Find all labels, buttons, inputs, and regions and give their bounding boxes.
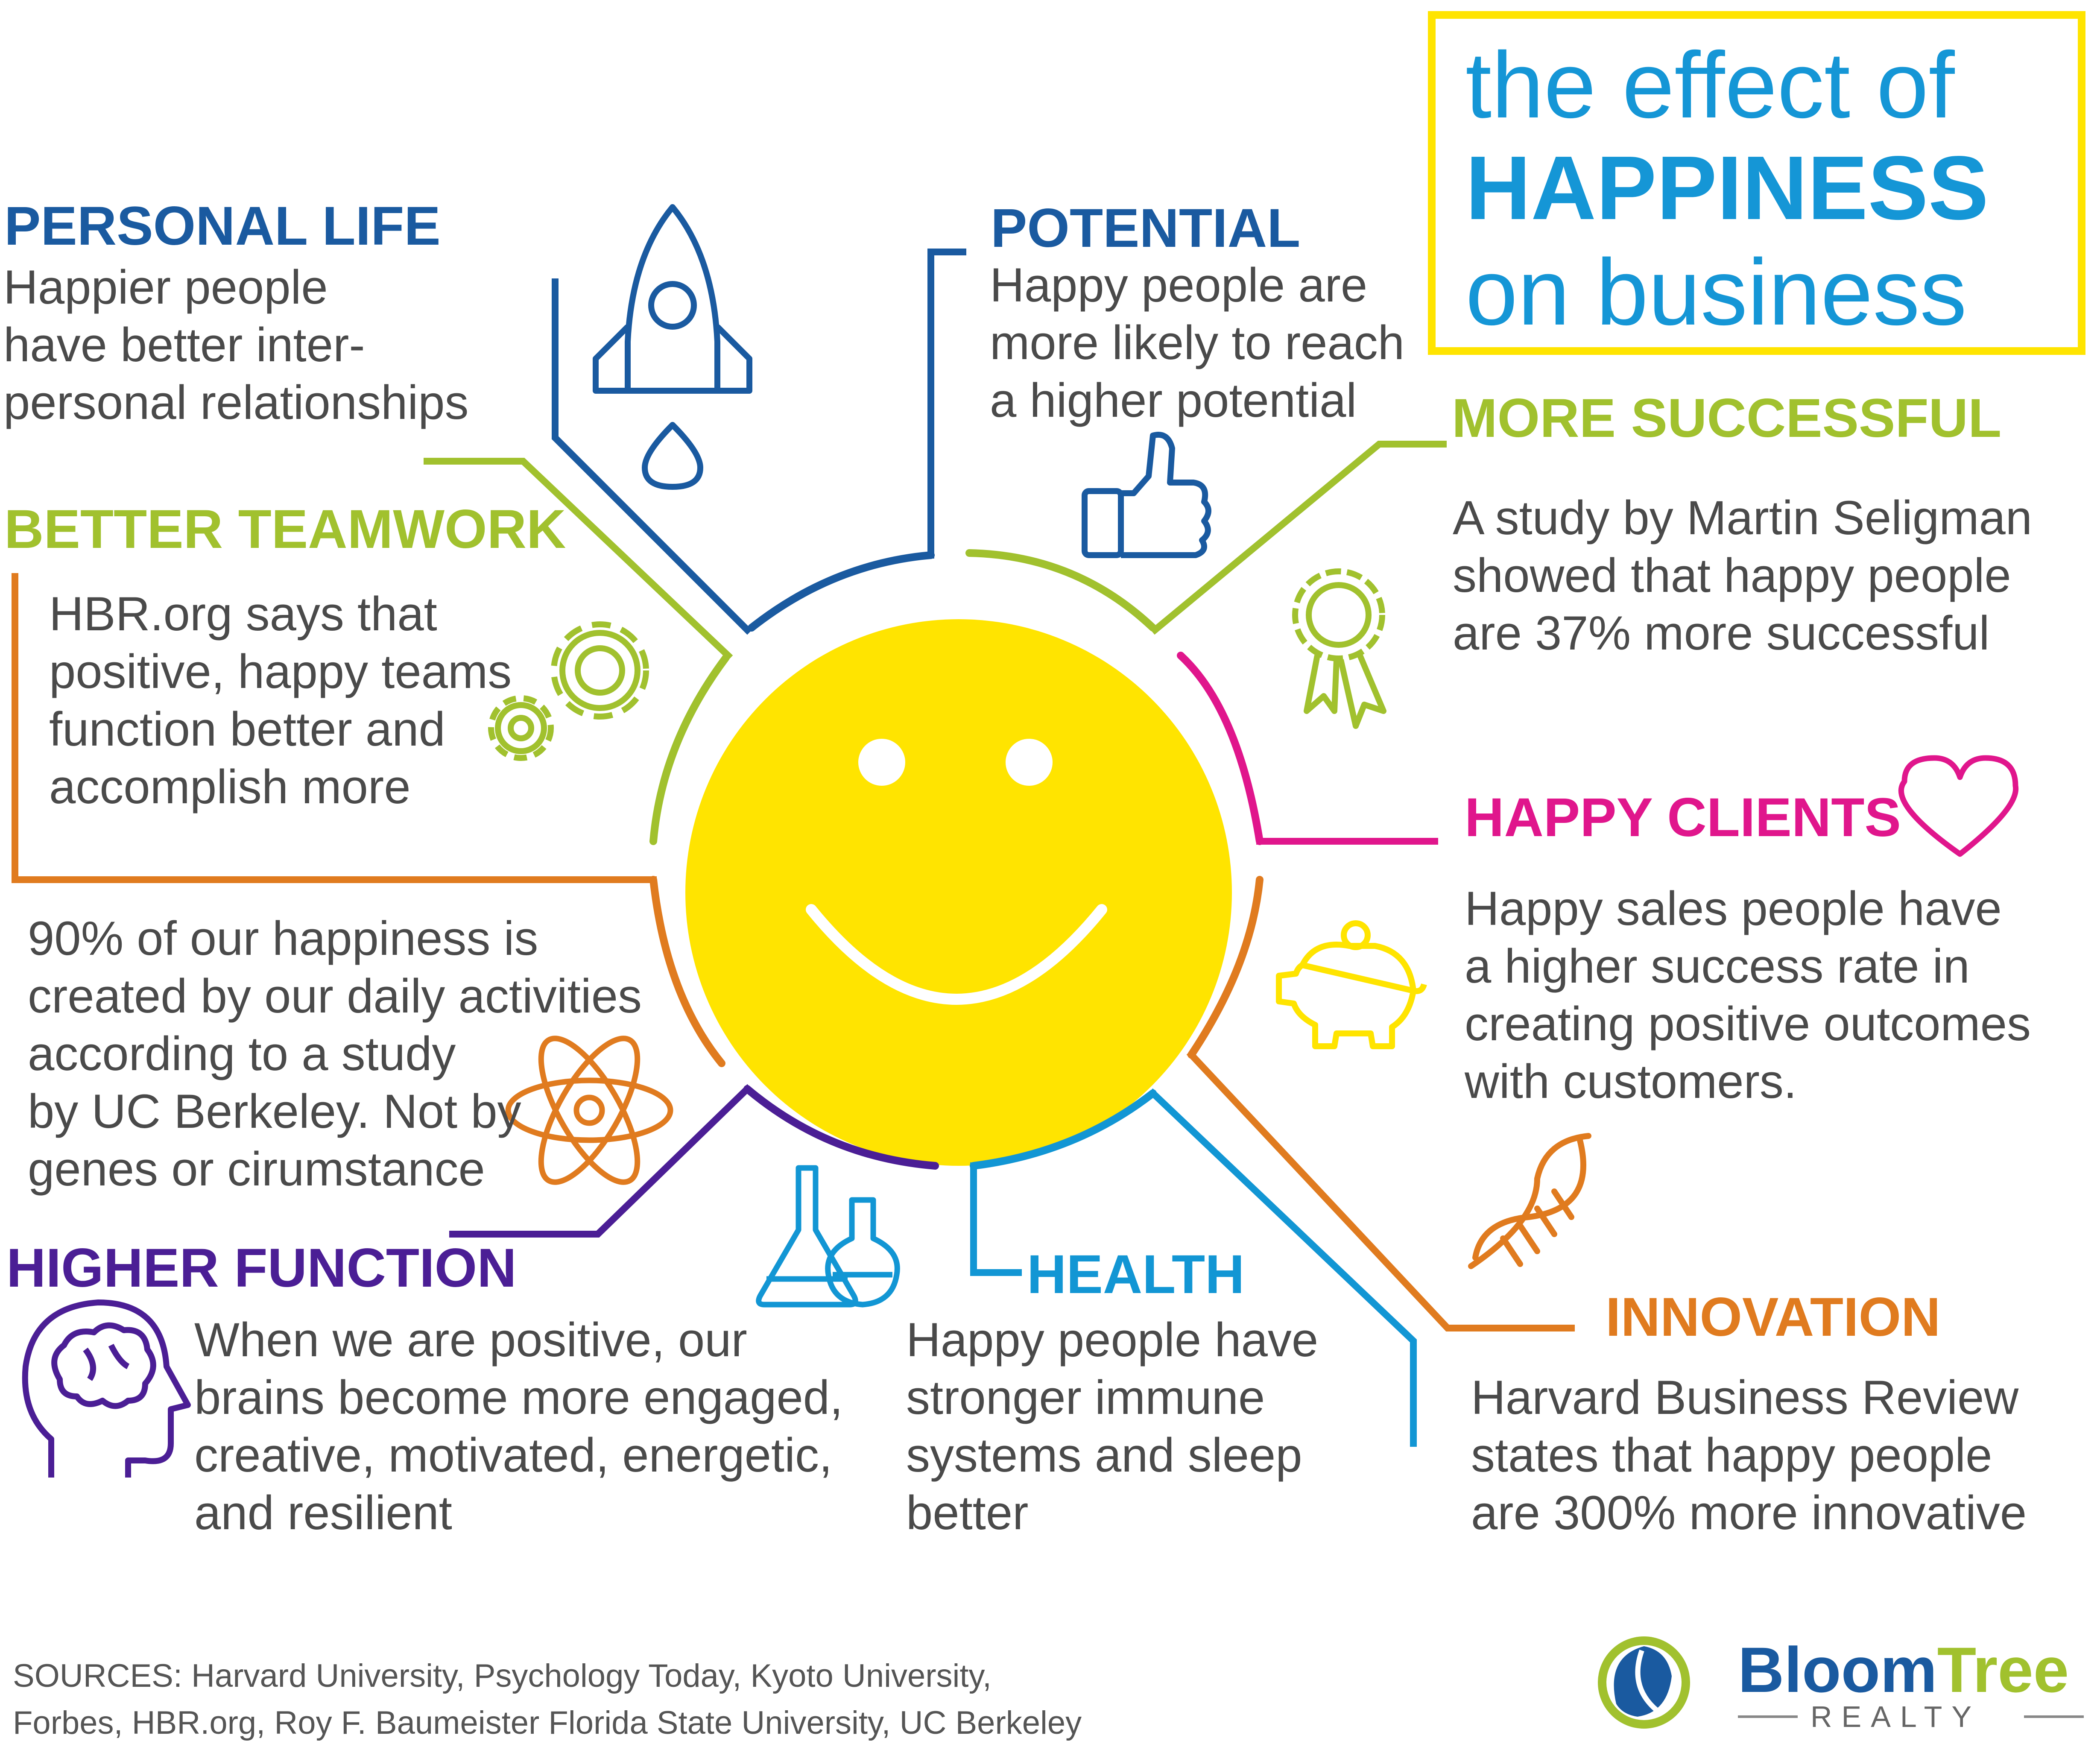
connector-lines	[12, 249, 1575, 1447]
innovation-heading: INNOVATION	[1606, 1287, 1941, 1348]
happy-clients-heading: HAPPY CLIENTS	[1465, 787, 1901, 848]
title-box: the effect of HAPPINESS on business	[1428, 11, 2085, 355]
more-successful-heading: MORE SUCCESSFUL	[1452, 388, 2002, 449]
brain-head-icon	[22, 1299, 191, 1478]
logo-word-tree: Tree	[1937, 1634, 2069, 1706]
flasks-icon	[756, 1165, 900, 1308]
logo-wordmark: BloomTree	[1738, 1638, 2069, 1702]
thumbs-up-icon	[1082, 432, 1211, 558]
potential-body: Happy people are more likely to reach a …	[990, 258, 1405, 427]
higher-function-body: When we are positive, our brains become …	[194, 1313, 843, 1539]
ring-arcs	[649, 549, 1264, 1170]
title-line-2: HAPPINESS	[1465, 137, 1989, 238]
more-successful-body: A study by Martin Seligman showed that h…	[1453, 491, 2033, 660]
better-teamwork-heading: BETTER TEAMWORK	[4, 499, 566, 560]
title-line-1: the effect of	[1465, 32, 1955, 138]
health-body: Happy people have stronger immune system…	[906, 1313, 1319, 1539]
gears-icon	[488, 621, 649, 761]
rocket-icon	[593, 204, 752, 490]
dna-icon	[1468, 1133, 1591, 1269]
smiley-face	[685, 619, 1232, 1166]
title-line-3: on business	[1465, 240, 1967, 345]
daily-activities-body: 90% of our happiness is created by our d…	[28, 912, 642, 1196]
heart-icon	[1898, 755, 2019, 857]
innovation-body: Harvard Business Review states that happ…	[1471, 1371, 2027, 1539]
sources-text: SOURCES: Harvard University, Psychology …	[13, 1658, 1082, 1741]
award-ribbon-icon	[1292, 568, 1386, 729]
happy-clients-body: Happy sales people have a higher success…	[1465, 882, 2031, 1108]
leaf-logo-icon	[1598, 1636, 1690, 1729]
piggy-bank-icon	[1276, 920, 1427, 1049]
atom-icon	[505, 1036, 673, 1185]
potential-heading: POTENTIAL	[991, 198, 1301, 259]
logo-word-bloom: Bloom	[1738, 1634, 1937, 1706]
personal-life-heading: PERSONAL LIFE	[4, 196, 441, 257]
higher-function-heading: HIGHER FUNCTION	[6, 1238, 517, 1299]
personal-life-body: Happier people have better inter- person…	[3, 260, 469, 429]
health-heading: HEALTH	[1027, 1244, 1245, 1305]
logo-tagline: REALTY	[1810, 1700, 1981, 1733]
better-teamwork-body: HBR.org says that positive, happy teams …	[49, 587, 512, 814]
